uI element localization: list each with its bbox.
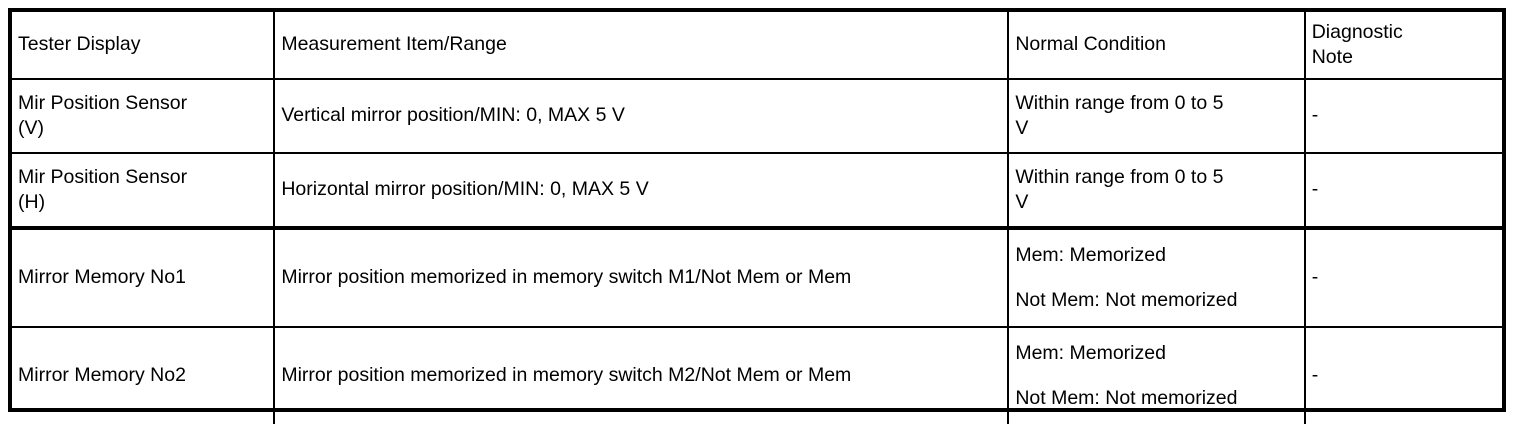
cell-normal-condition: Mem: Memorized Not Mem: Not memorized — [1008, 228, 1306, 328]
tester-display-line1: Mir Position Sensor — [18, 165, 188, 188]
cell-diagnostic-note: - — [1304, 153, 1502, 230]
cell-diagnostic-note: - — [1311, 364, 1319, 387]
table-row: Mir Position Sensor (H) Horizontal mirro… — [12, 153, 1502, 230]
column-header-measurement-item-range: Measurement Item/Range — [274, 12, 1010, 80]
cell-tester-display: Mirror Memory No1 — [12, 228, 276, 328]
normal-condition-line1: Mem: Memorized — [1015, 243, 1166, 266]
tester-display-line1: Mir Position Sensor — [18, 91, 188, 114]
cell-measurement-item-range: Horizontal mirror position/MIN: 0, MAX 5… — [274, 153, 1010, 230]
normal-condition-line2: Not Mem: Not memorized — [1015, 387, 1238, 409]
table-row: Mirror Memory No1 Mirror position memori… — [12, 228, 1502, 328]
cell-tester-display: Mirror Memory No2 — [12, 327, 276, 424]
cell-tester-display: Mir Position Sensor (V) — [12, 79, 276, 154]
normal-condition-line2: V — [1015, 117, 1029, 139]
cell-normal-condition: Within range from 0 to 5 V — [1008, 153, 1306, 230]
column-header-tester-display: Tester Display — [12, 12, 276, 80]
column-header-diagnostic-note-line1: Diagnostic — [1311, 20, 1403, 43]
cell-diagnostic-note: - — [1304, 79, 1502, 154]
table-header: Tester Display Measurement Item/Range No… — [12, 12, 1502, 80]
column-header-normal-condition: Normal Condition — [1008, 12, 1306, 80]
tester-display-line2: (H) — [18, 191, 46, 213]
table-body: Mir Position Sensor (V) Vertical mirror … — [12, 79, 1502, 424]
header-row: Tester Display Measurement Item/Range No… — [12, 12, 1502, 80]
tester-display-line2: (V) — [18, 117, 44, 139]
normal-condition-line1: Within range from 0 to 5 — [1015, 91, 1224, 114]
tester-data-table: Tester Display Measurement Item/Range No… — [12, 12, 1502, 424]
cell-normal-condition: Within range from 0 to 5 V — [1008, 79, 1306, 154]
cell-tester-display: Mir Position Sensor (H) — [12, 153, 276, 230]
cell-normal-condition: Mem: Memorized Not Mem: Not memorized — [1008, 327, 1306, 424]
table-row: Mir Position Sensor (V) Vertical mirror … — [12, 79, 1502, 154]
cell-measurement-item-range: Vertical mirror position/MIN: 0, MAX 5 V — [274, 79, 1010, 154]
cell-measurement-item-range: Mirror position memorized in memory swit… — [274, 327, 1010, 424]
cell-diagnostic-note: - — [1304, 228, 1502, 328]
table-row: Mirror Memory No2 Mirror position memori… — [12, 327, 1502, 424]
normal-condition-line2: Not Mem: Not memorized — [1015, 289, 1238, 311]
tester-data-table-container: Tester Display Measurement Item/Range No… — [8, 8, 1506, 424]
normal-condition-line1: Within range from 0 to 5 — [1015, 165, 1224, 188]
normal-condition-line2: V — [1015, 191, 1029, 213]
column-header-diagnostic-note: Diagnostic Note — [1304, 12, 1502, 80]
normal-condition-line1: Mem: Memorized — [1015, 341, 1166, 364]
column-header-diagnostic-note-line2: Note — [1311, 46, 1353, 68]
cell-measurement-item-range: Mirror position memorized in memory swit… — [274, 228, 1010, 328]
